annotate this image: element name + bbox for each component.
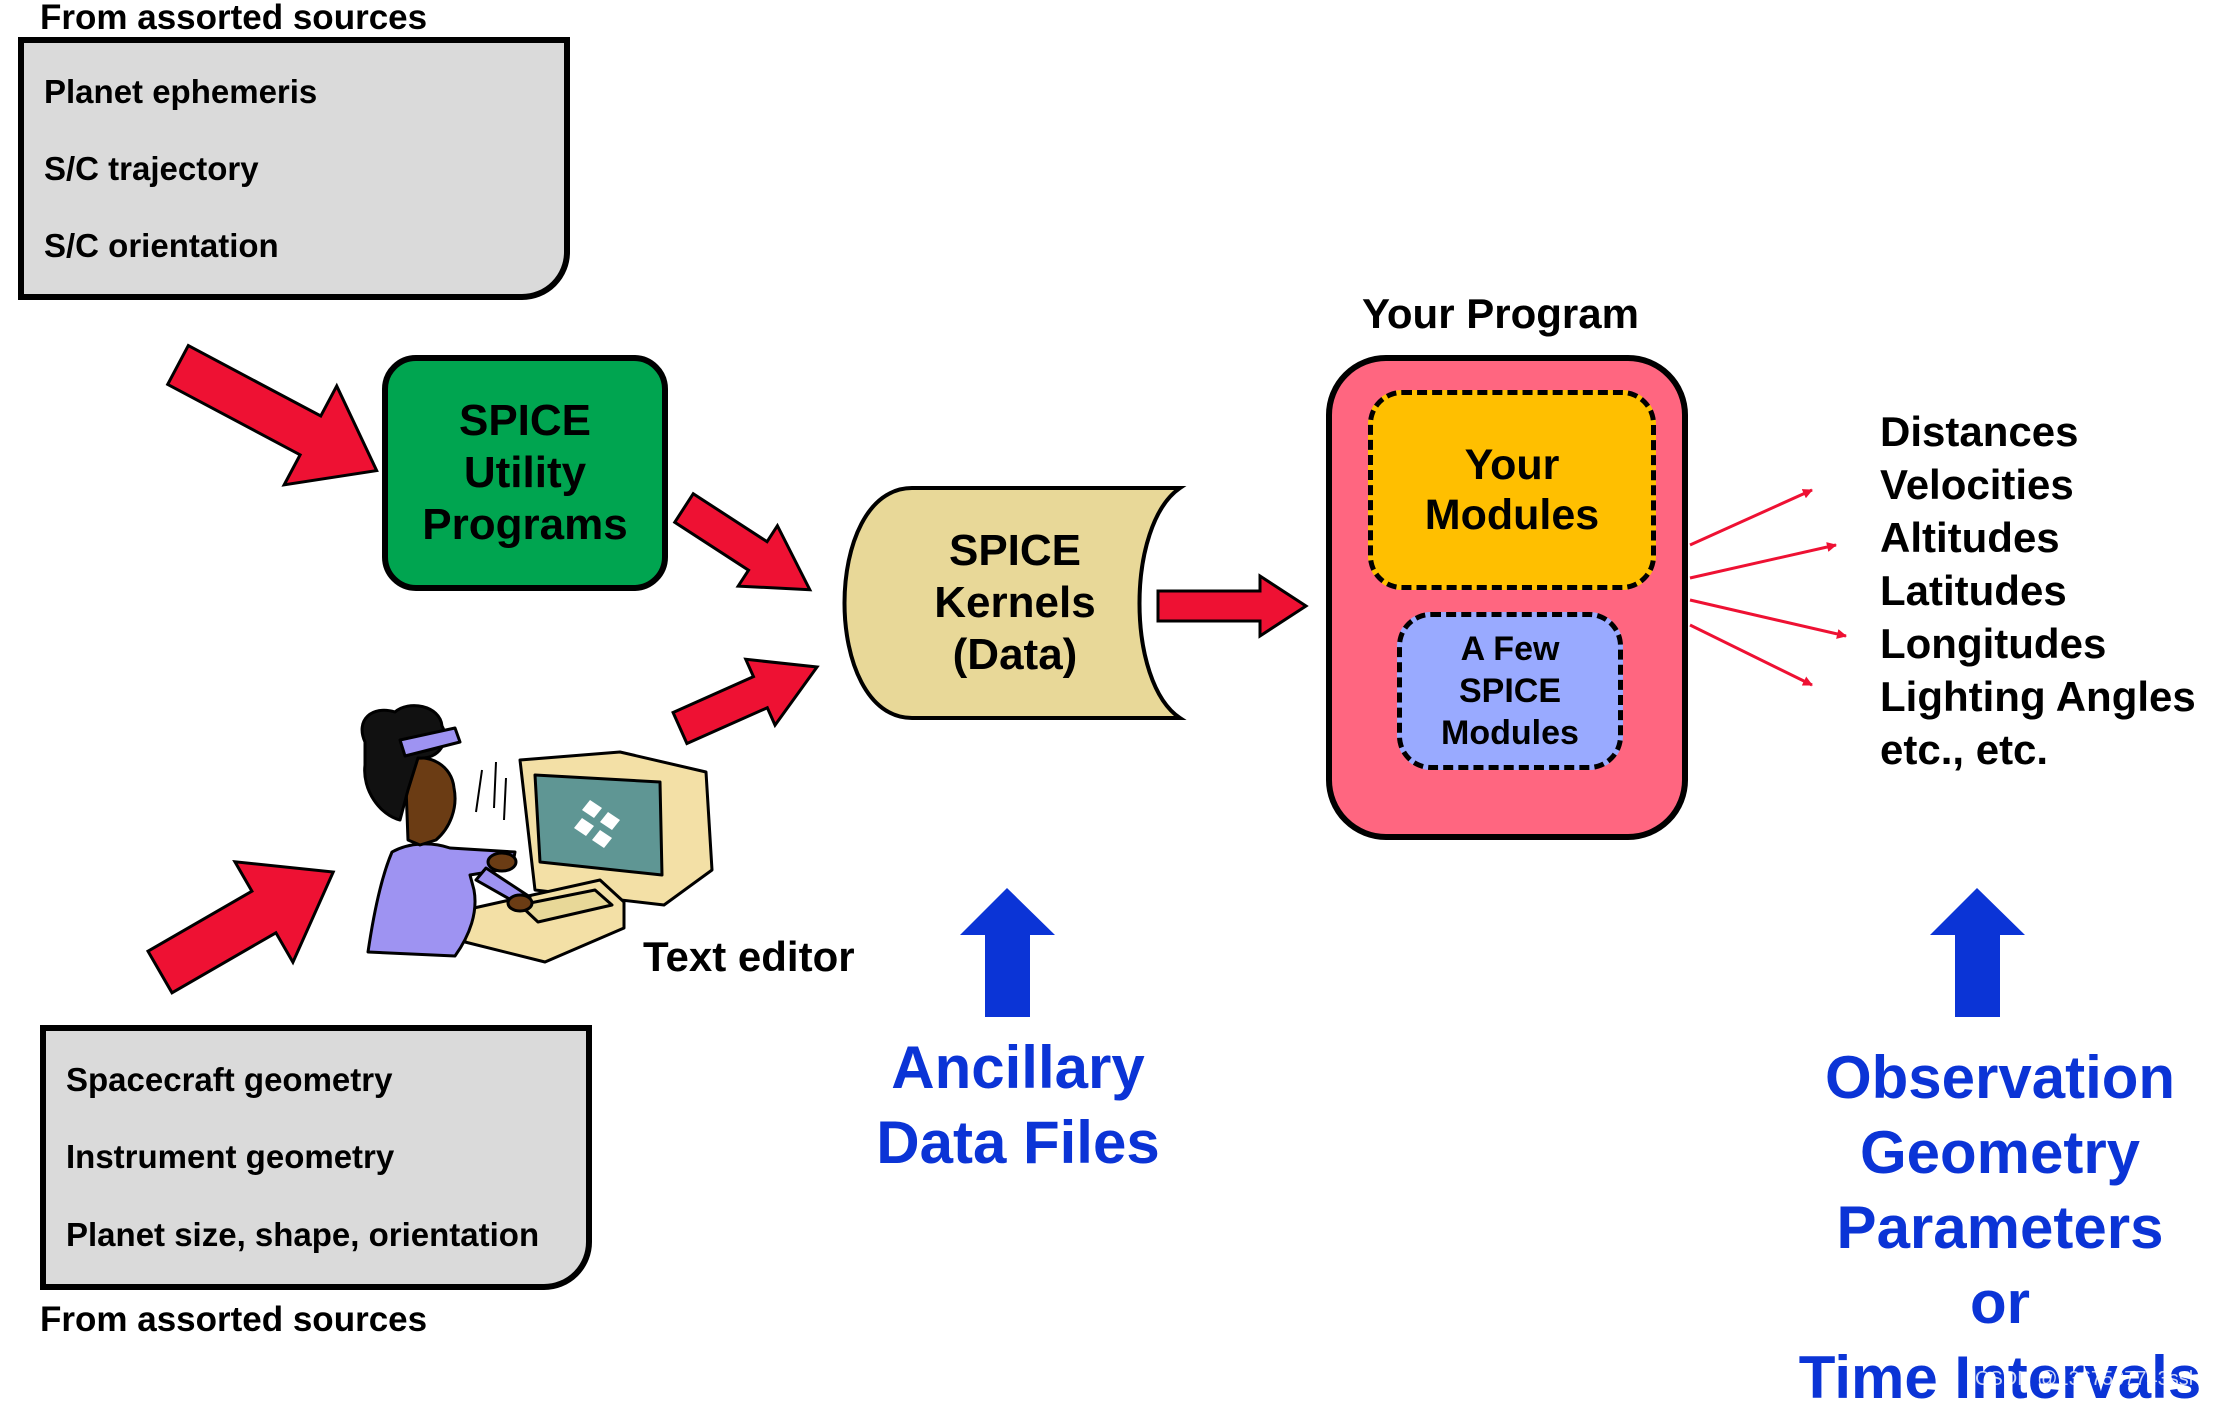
- your-modules-line-2: Modules: [1424, 491, 1600, 539]
- your-modules-box: Your Modules: [1368, 390, 1656, 590]
- few-modules-line-2: SPICE: [1458, 672, 1562, 710]
- kernels-label: SPICE Kernels (Data): [880, 525, 1150, 681]
- text-editor-illustration: [360, 704, 714, 964]
- blue-arrow-observation: [1930, 888, 2025, 1017]
- red-arrow-editor-to-kernels: [671, 657, 820, 746]
- kernels-line-3: (Data): [952, 630, 1078, 679]
- output-altitudes: Altitudes: [1880, 514, 2060, 561]
- source-item-planet-size: Planet size, shape, orientation: [66, 1216, 540, 1254]
- observation-line-3: Parameters: [1836, 1194, 2164, 1261]
- few-modules-line-3: Modules: [1441, 714, 1579, 752]
- observation-label: Observation Geometry Parameters or Time …: [1775, 1040, 2225, 1415]
- output-latitudes: Latitudes: [1880, 567, 2067, 614]
- top-source-box: Planet ephemeris S/C trajectory S/C orie…: [18, 37, 570, 300]
- utility-line-1: SPICE: [458, 396, 592, 445]
- ancillary-label: Ancillary Data Files: [818, 1030, 1218, 1180]
- few-spice-modules-box: A Few SPICE Modules: [1397, 612, 1623, 770]
- your-modules-line-1: Your: [1464, 441, 1560, 489]
- output-longitudes: Longitudes: [1880, 620, 2107, 667]
- outputs-list: Distances Velocities Altitudes Latitudes…: [1880, 405, 2196, 776]
- kernels-cylinder: [842, 486, 1187, 720]
- observation-line-2: Geometry: [1859, 1119, 2141, 1186]
- output-distances: Distances: [1880, 408, 2079, 455]
- text-editor-label: Text editor: [643, 933, 855, 980]
- output-etc: etc., etc.: [1880, 726, 2049, 773]
- blue-arrow-ancillary: [960, 888, 1055, 1017]
- source-item-planet-ephemeris: Planet ephemeris: [44, 72, 318, 110]
- source-item-spacecraft-geometry: Spacecraft geometry: [66, 1060, 393, 1098]
- output-lighting-angles: Lighting Angles: [1880, 673, 2196, 720]
- output-velocities: Velocities: [1880, 461, 2074, 508]
- kernels-line-2: Kernels: [934, 578, 1096, 627]
- observation-line-1: Observation: [1824, 1044, 2176, 1111]
- kernels-line-1: SPICE: [948, 526, 1082, 575]
- red-arrow-utility-to-kernels: [672, 491, 813, 592]
- ancillary-line-2: Data Files: [876, 1109, 1160, 1176]
- source-item-sc-trajectory: S/C trajectory: [44, 149, 259, 187]
- source-item-sc-orientation: S/C orientation: [44, 226, 279, 264]
- utility-line-2: Utility: [463, 448, 587, 497]
- watermark: CSDN @1367507743ssl: [1975, 1368, 2194, 1390]
- red-arrow-kernels-to-program: [1156, 573, 1309, 639]
- ancillary-line-1: Ancillary: [891, 1034, 1145, 1101]
- few-modules-line-1: A Few: [1460, 630, 1560, 668]
- utility-line-3: Programs: [422, 500, 628, 549]
- source-item-instrument-geometry: Instrument geometry: [66, 1138, 395, 1176]
- utility-programs-box: SPICE Utility Programs: [382, 355, 668, 591]
- observation-line-4: or: [1970, 1269, 2030, 1336]
- red-arrow-top-to-utility: [165, 343, 379, 487]
- output-arrows: [1689, 488, 1847, 687]
- bottom-source-caption: From assorted sources: [40, 1300, 428, 1339]
- program-title: Your Program: [1362, 290, 1639, 337]
- red-arrow-bottom-to-editor: [145, 859, 336, 995]
- bottom-source-box: Spacecraft geometry Instrument geometry …: [40, 1025, 592, 1290]
- top-source-caption: From assorted sources: [40, 0, 428, 37]
